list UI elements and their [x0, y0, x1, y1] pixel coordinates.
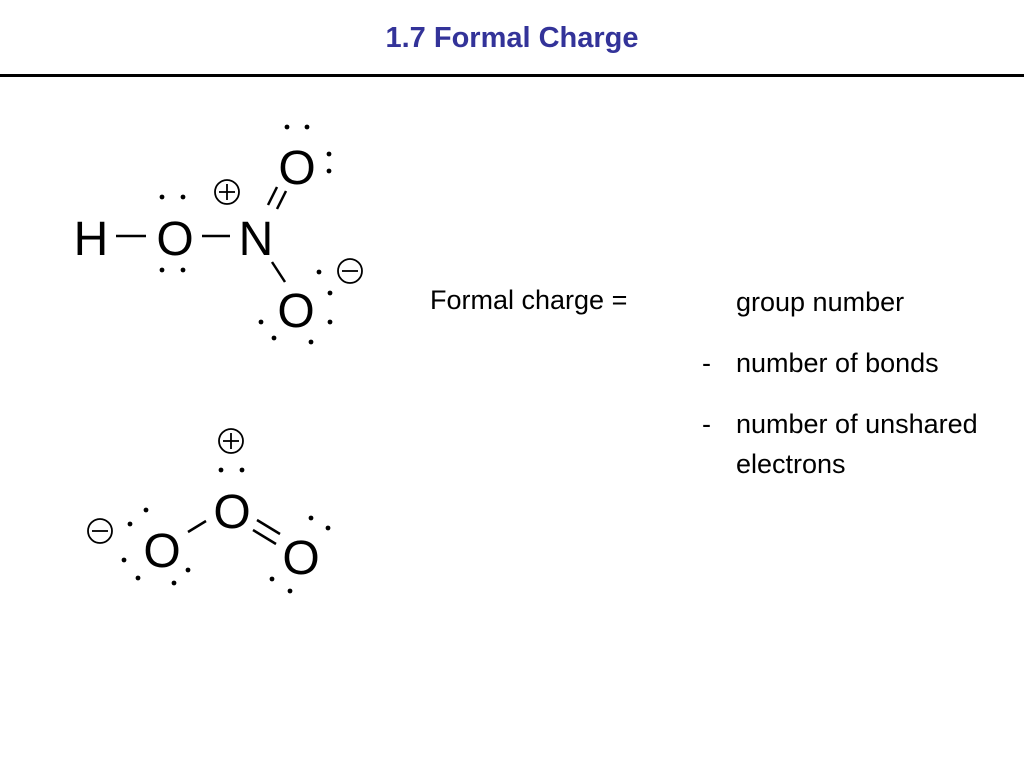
atom-o-ozone-right: O [282, 532, 319, 585]
atom-n: N [239, 213, 274, 266]
atom-o-ozone-left: O [143, 525, 180, 578]
minus-operator-unshared: - [702, 409, 711, 439]
bond-ozone-single [187, 519, 207, 534]
slide-title: 1.7 Formal Charge [385, 22, 639, 54]
atom-o-top: O [278, 142, 315, 195]
minus-charge-icon [87, 518, 113, 544]
lone-pairs-bottom-o [258, 269, 333, 345]
ozone-structure: O O O [87, 428, 331, 594]
atom-h: H [74, 213, 109, 266]
atom-o-bottom: O [277, 285, 314, 338]
double-bond-ozone-b [252, 528, 277, 546]
lone-pairs-ozone-center [218, 467, 245, 473]
atom-o-hydroxyl: O [156, 213, 193, 266]
atom-o-ozone-center: O [213, 486, 250, 539]
term-group-number: group number [736, 287, 905, 317]
double-bond-n-o-a [266, 186, 279, 206]
term-unshared-electrons: number of unshared electrons [736, 409, 978, 479]
plus-charge-icon [218, 428, 244, 454]
double-bond-n-o-b [275, 190, 288, 210]
minus-charge-icon [337, 258, 363, 284]
lone-pairs-top-o [284, 124, 332, 174]
plus-charge-icon [214, 179, 240, 205]
formal-charge-label: Formal charge = [430, 285, 628, 315]
bond-n-o-bottom [270, 261, 287, 283]
double-bond-ozone-a [256, 518, 281, 536]
term-number-of-bonds: number of bonds [736, 348, 939, 378]
title-divider [0, 74, 1024, 77]
minus-operator-bonds: - [702, 348, 711, 378]
nitric-acid-structure: H O N O O [74, 124, 363, 345]
lone-pairs-ozone-right [269, 515, 331, 594]
lone-pairs-ozone-left [121, 507, 191, 586]
lone-pairs-hydroxyl-o [159, 194, 186, 273]
